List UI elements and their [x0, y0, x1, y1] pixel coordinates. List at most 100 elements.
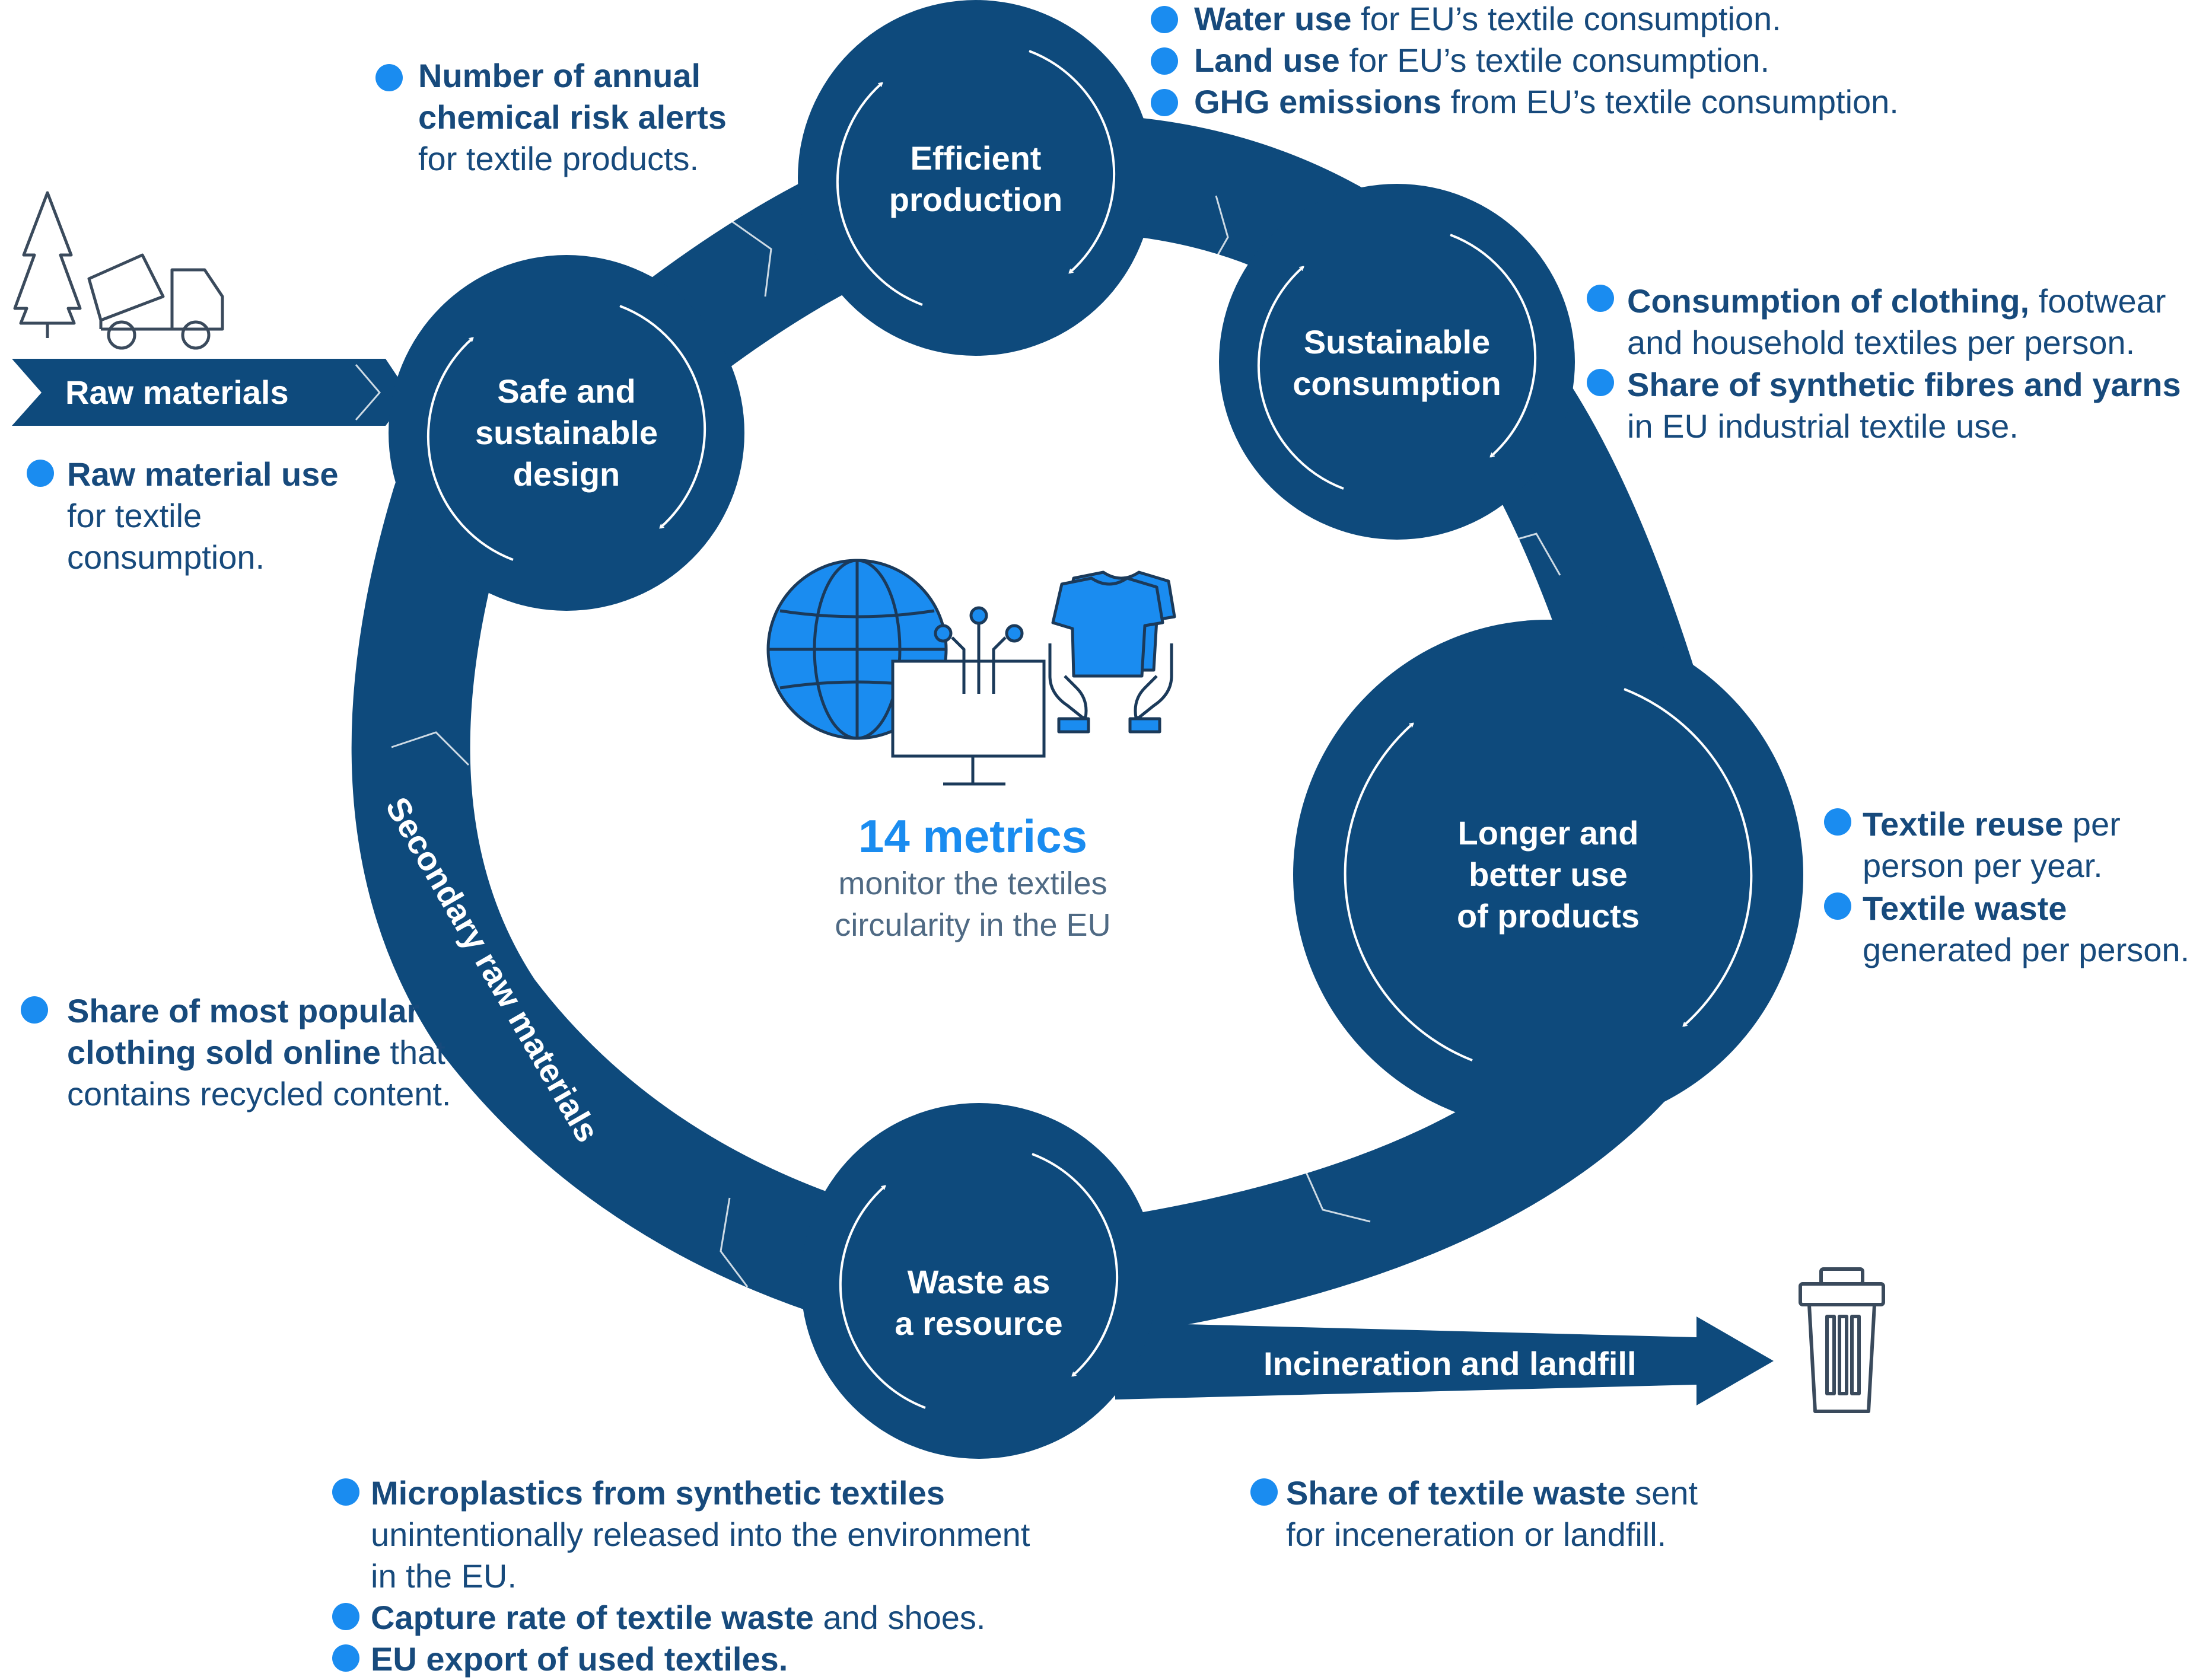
metric-chemical-alerts: Number of annual chemical risk alerts for … — [418, 55, 727, 180]
ring-separators — [391, 195, 1561, 1287]
node-production-label: Efficient production — [857, 138, 1094, 221]
metric-bold-text: Share of textile waste — [1286, 1474, 1626, 1512]
metric-line: in the EU. — [371, 1555, 1030, 1597]
metric-line: Raw material use — [67, 454, 339, 495]
metric-line: contains recycled content. — [67, 1073, 451, 1115]
metric-regular-text: and shoes. — [813, 1599, 986, 1636]
metric-regular-text: for textile products. — [418, 140, 699, 177]
node-production[interactable] — [798, 0, 1154, 356]
metric-land-use: Land use for EU’s textile consumption. — [1194, 40, 1769, 81]
bullet-dot — [332, 1478, 359, 1506]
label-line: Longer and — [1457, 814, 1639, 852]
metric-regular-text: contains recycled content. — [67, 1075, 451, 1112]
metric-bold-text: EU export of used textiles. — [371, 1640, 788, 1678]
bullet-dot — [375, 64, 403, 91]
metric-regular-text: consumption. — [67, 538, 265, 576]
incineration-label: Incineration and landfill — [1263, 1345, 1637, 1382]
metric-regular-text: from EU’s textile consumption. — [1441, 83, 1899, 120]
metric-bold-text: Raw material use — [67, 455, 339, 493]
raw-materials-label: Raw materials — [65, 374, 289, 411]
metric-regular-text: footwear — [2029, 282, 2166, 320]
metric-bold-text: Consumption of clothing, — [1627, 282, 2030, 320]
label-line: of products — [1457, 897, 1640, 935]
bullet-dot — [1824, 808, 1851, 836]
metric-line: and household textiles per person. — [1627, 322, 2166, 364]
node-consumption[interactable] — [1219, 184, 1575, 540]
metric-line: GHG emissions from EU’s textile consumpt… — [1194, 81, 1899, 123]
node-design-label: Safe and sustainable design — [448, 371, 685, 495]
metric-line: unintentionally released into the enviro… — [371, 1514, 1030, 1555]
metric-recycled-content: Share of most popular clothing sold onlin… — [67, 990, 451, 1115]
raw-materials-arrow — [12, 359, 409, 426]
tshirt-icon — [1051, 570, 1176, 678]
metric-line: generated per person. — [1863, 929, 2189, 971]
bullet-dot — [1824, 892, 1851, 920]
metric-regular-text: for EU’s textile consumption. — [1339, 42, 1769, 79]
bullet-dot — [1250, 1478, 1278, 1506]
metric-line: Microplastics from synthetic textiles — [371, 1472, 1030, 1514]
bullet-dot — [1151, 47, 1178, 75]
label-line: consumption — [1293, 365, 1501, 402]
metric-regular-text: that — [380, 1034, 445, 1071]
center-subtitle: monitor the textiles circularity in the … — [813, 863, 1133, 946]
bullet-dot — [1587, 369, 1614, 396]
metric-bold-text: Number of annual — [418, 57, 701, 94]
metric-line: consumption. — [67, 537, 339, 578]
metric-line: Share of textile waste sent — [1286, 1472, 1698, 1514]
node-use-label: Longer and better use of products — [1430, 812, 1667, 937]
metric-bold-text: Textile reuse — [1863, 805, 2064, 843]
node-waste[interactable] — [801, 1103, 1157, 1459]
metric-ghg-emissions: GHG emissions from EU’s textile consumpt… — [1194, 81, 1899, 123]
metric-bold-text: GHG emissions — [1194, 83, 1442, 120]
metric-regular-text: and household textiles per person. — [1627, 324, 2135, 361]
metric-bold-text: Share of most popular — [67, 992, 420, 1029]
metric-line: Share of synthetic fibres and yarns — [1627, 364, 2181, 406]
subtitle-line: monitor the textiles — [838, 866, 1107, 901]
bullet-dot — [1587, 285, 1614, 312]
metric-water-use: Water use for EU’s textile consumption. — [1194, 0, 1781, 40]
bullet-dot — [332, 1603, 359, 1630]
node-use[interactable] — [1293, 620, 1803, 1130]
metric-line: for textile products. — [418, 138, 727, 180]
label-line: Sustainable — [1303, 323, 1491, 361]
metric-line: Textile waste — [1863, 888, 2189, 929]
subtitle-line: circularity in the EU — [835, 907, 1111, 943]
label-line: better use — [1469, 856, 1628, 893]
metric-line: for textile — [67, 495, 339, 537]
metric-line: person per year. — [1863, 845, 2121, 887]
metric-line: EU export of used textiles. — [371, 1638, 788, 1680]
metric-regular-text: in the EU. — [371, 1557, 517, 1595]
metric-line: Textile reuse per — [1863, 804, 2121, 845]
metric-line: chemical risk alerts — [418, 97, 727, 138]
metric-regular-text: sent — [1625, 1474, 1698, 1512]
metric-regular-text: for EU’s textile consumption. — [1351, 0, 1781, 37]
node-design[interactable] — [389, 255, 744, 611]
dump-truck-icon — [87, 253, 224, 350]
node-waste-label: Waste as a resource — [860, 1261, 1097, 1344]
metric-bold-text: Land use — [1194, 42, 1340, 79]
metric-regular-text: for inceneration or landfill. — [1286, 1516, 1667, 1553]
metric-eu-export: EU export of used textiles. — [371, 1638, 788, 1680]
metric-capture-rate: Capture rate of textile waste and shoes. — [371, 1597, 985, 1638]
metric-line: Consumption of clothing, footwear — [1627, 280, 2166, 322]
label-line: Waste as — [907, 1263, 1051, 1300]
metric-regular-text: per — [2063, 805, 2121, 843]
metric-raw-material-use: Raw material use for textile consumption. — [67, 454, 339, 578]
metric-bold-text: chemical risk alerts — [418, 98, 727, 136]
bullet-dot — [1151, 89, 1178, 116]
metric-line: for inceneration or landfill. — [1286, 1514, 1698, 1555]
metric-line: Capture rate of textile waste and shoes. — [371, 1597, 985, 1638]
metric-regular-text: for textile — [67, 497, 202, 534]
metric-bold-text: clothing sold online — [67, 1034, 381, 1071]
metric-line: Water use for EU’s textile consumption. — [1194, 0, 1781, 40]
metric-line: Number of annual — [418, 55, 727, 97]
hands-icon — [1048, 643, 1173, 734]
bullet-dot — [1151, 6, 1178, 33]
